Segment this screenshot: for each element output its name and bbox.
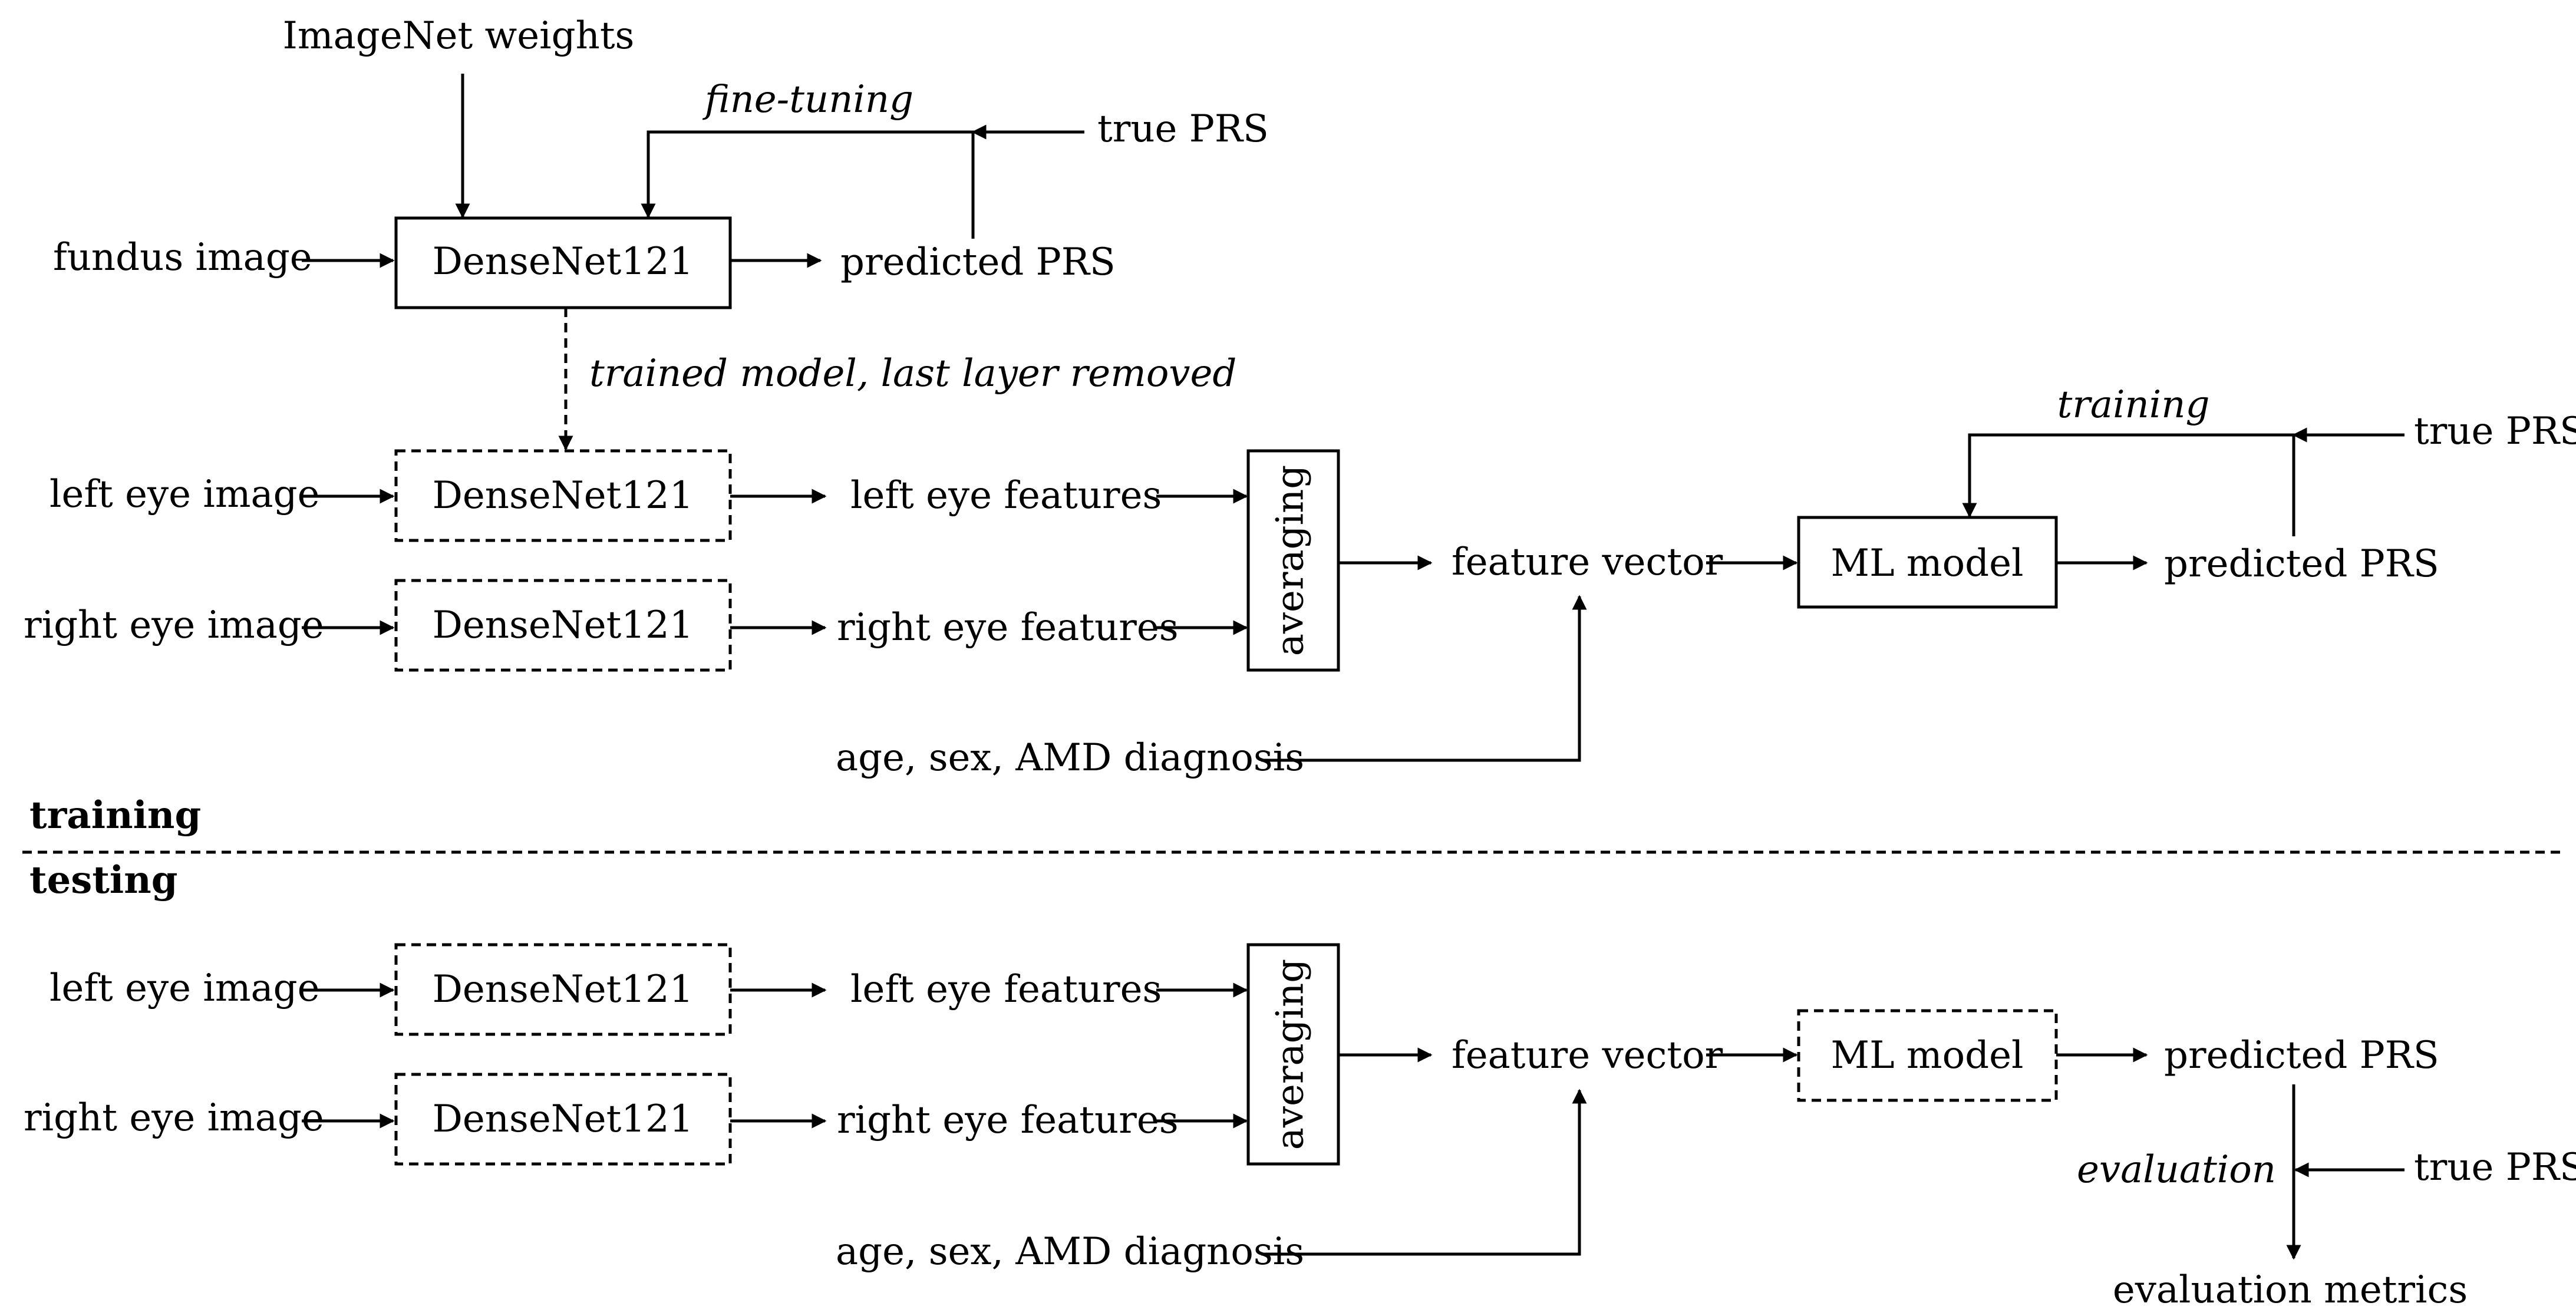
densenet-main-box (394, 216, 732, 309)
fine-tuning-feedback-line (641, 130, 975, 239)
ml-model-label-test: ML model (1831, 1034, 2024, 1077)
predicted-prs-label-test: predicted PRS (2164, 1034, 2439, 1077)
true-prs-label-2: true PRS (2414, 410, 2576, 453)
trained-model-note: trained model, last layer removed (589, 352, 1236, 395)
densenet-left-box-test (394, 943, 732, 1036)
densenet-right-label-train: DenseNet121 (433, 603, 694, 647)
covariates-arrow-train (1261, 595, 1587, 762)
fine-tuning-label: fine-tuning (702, 78, 913, 121)
densenet-left-label-test: DenseNet121 (433, 968, 694, 1011)
predicted-prs-label-2: predicted PRS (2164, 542, 2439, 586)
ml-model-box-train (1797, 516, 2058, 609)
evaluation-label: evaluation (2077, 1148, 2276, 1192)
densenet-right-label-test: DenseNet121 (433, 1097, 694, 1141)
ml-training-label: training (2057, 383, 2210, 427)
densenet-left-label-train: DenseNet121 (433, 474, 694, 517)
densenet-right-box-train (394, 579, 732, 672)
section-label-testing: testing (29, 858, 177, 902)
ml-model-label-train: ML model (1831, 542, 2024, 585)
ml-model-box-test (1797, 1009, 2058, 1102)
left-eye-image-label-test: left eye image (50, 967, 320, 1010)
evaluation-metrics-label: evaluation metrics (2113, 1268, 2468, 1312)
densenet-left-box-train (394, 449, 732, 542)
right-eye-image-label-test: right eye image (24, 1096, 324, 1140)
true-prs-label-test: true PRS (2414, 1146, 2576, 1189)
averaging-box-test (1246, 943, 1340, 1166)
true-prs-label-1: true PRS (1097, 107, 1269, 151)
densenet-main-label: DenseNet121 (433, 240, 694, 283)
ml-training-feedback-line (1962, 433, 2295, 536)
fundus-image-label: fundus image (53, 236, 312, 279)
feature-vector-label-train: feature vector (1452, 540, 1723, 584)
right-eye-image-label-train: right eye image (24, 603, 324, 647)
imagenet-weights-label: ImageNet weights (283, 14, 635, 58)
averaging-box-train (1246, 449, 1340, 672)
covariates-arrow-test (1261, 1089, 1587, 1256)
feature-vector-label-test: feature vector (1452, 1034, 1723, 1077)
right-eye-features-label-test: right eye features (837, 1099, 1179, 1142)
predicted-prs-label-1: predicted PRS (840, 240, 1116, 284)
densenet-right-box-test (394, 1073, 732, 1166)
covariates-label-train: age, sex, AMD diagnosis (836, 736, 1304, 780)
averaging-label-train: averaging (1269, 465, 1312, 657)
left-eye-image-label-train: left eye image (50, 473, 320, 516)
left-eye-features-label-test: left eye features (850, 968, 1162, 1011)
left-eye-features-label-train: left eye features (850, 474, 1162, 517)
averaging-label-test: averaging (1269, 959, 1312, 1150)
covariates-label-test: age, sex, AMD diagnosis (836, 1230, 1304, 1274)
section-label-training: training (29, 793, 201, 837)
right-eye-features-label-train: right eye features (837, 606, 1179, 649)
